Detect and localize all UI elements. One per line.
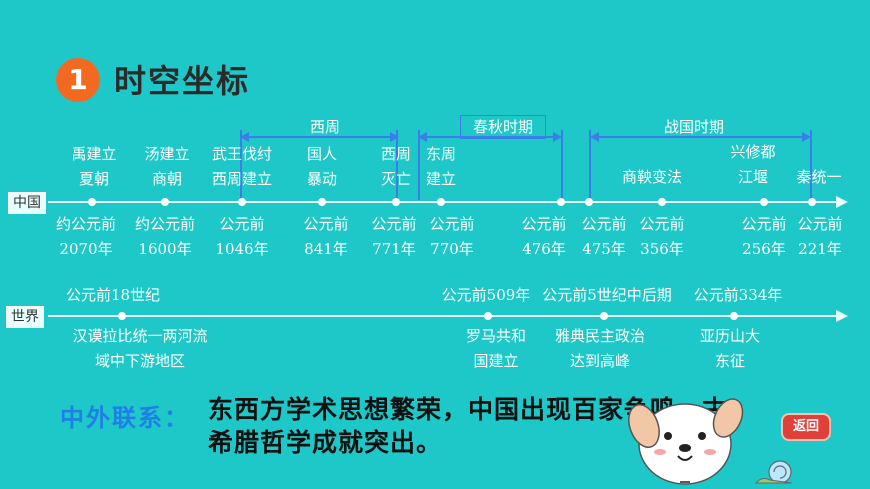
period-tick bbox=[561, 130, 563, 200]
timeline-dot bbox=[392, 198, 400, 206]
event-sy: 商鞅变法 bbox=[621, 168, 682, 186]
period-western-zhou-line bbox=[246, 136, 392, 138]
arrow-right-icon bbox=[390, 132, 399, 142]
arrow-left-icon bbox=[240, 132, 249, 142]
period-tick bbox=[418, 130, 420, 200]
china-axis-label: 中国 bbox=[8, 192, 46, 214]
timeline-dot bbox=[658, 198, 666, 206]
period-spring-autumn-line bbox=[424, 136, 556, 138]
event-dz: 东周建立 bbox=[425, 145, 456, 188]
world-event-rome: 罗马共和国建立 bbox=[465, 327, 526, 370]
period-tick bbox=[240, 130, 242, 200]
timeline-dot bbox=[557, 198, 565, 206]
world-axis-arrow-icon bbox=[836, 310, 848, 322]
world-event-alexander: 亚历山大东征 bbox=[699, 327, 760, 370]
timeline-dot bbox=[118, 312, 126, 320]
event-tang: 汤建立商朝 bbox=[144, 145, 190, 188]
back-button[interactable]: 返回 bbox=[781, 413, 831, 441]
period-tick bbox=[589, 130, 591, 200]
timeline-dot bbox=[318, 198, 326, 206]
snail-icon bbox=[754, 460, 793, 484]
arrow-right-icon bbox=[802, 132, 811, 142]
section-number-badge: 1 bbox=[56, 58, 100, 102]
period-tick bbox=[810, 130, 812, 200]
timeline-dot bbox=[161, 198, 169, 206]
china-axis-arrow-icon bbox=[836, 196, 848, 208]
arrow-left-icon bbox=[418, 132, 427, 142]
world-date-label: 公元前5世纪中后期 bbox=[542, 286, 672, 304]
event-wu: 武王伐纣西周建立 bbox=[211, 145, 272, 188]
event-guo: 国人暴动 bbox=[306, 145, 337, 188]
world-event-hammurabi: 汉谟拉比统一两河流域中下游地区 bbox=[72, 327, 208, 370]
period-western-zhou: 西周 bbox=[309, 118, 340, 136]
timeline-dot bbox=[760, 198, 768, 206]
arrow-left-icon bbox=[590, 132, 599, 142]
event-xx: 兴修都江堰 bbox=[730, 143, 776, 186]
period-warring-states: 战国时期 bbox=[663, 118, 724, 136]
period-warring-states-line bbox=[596, 136, 802, 138]
world-date-label: 公元前334年 bbox=[693, 286, 783, 304]
timeline-dot bbox=[585, 198, 593, 206]
period-spring-autumn-box: 春秋时期 bbox=[460, 115, 546, 139]
period-tick bbox=[396, 130, 398, 200]
timeline-dot bbox=[730, 312, 738, 320]
period-spring-autumn: 春秋时期 bbox=[472, 118, 533, 136]
timeline-dot bbox=[484, 312, 492, 320]
timeline-dot bbox=[437, 198, 445, 206]
timeline-dot bbox=[88, 198, 96, 206]
cartoon-dog-icon bbox=[628, 398, 744, 485]
page-title: 时空坐标 bbox=[114, 62, 251, 100]
event-yu: 禹建立夏朝 bbox=[71, 145, 117, 188]
world-event-athens: 雅典民主政治达到高峰 bbox=[554, 327, 645, 370]
world-axis-line bbox=[48, 315, 838, 317]
world-axis-label: 世界 bbox=[6, 306, 44, 328]
event-qin: 秦统一 bbox=[796, 168, 842, 186]
timeline-dot bbox=[238, 198, 246, 206]
event-xzm: 西周灭亡 bbox=[380, 145, 411, 188]
relation-label: 中外联系： bbox=[60, 404, 190, 432]
arrow-right-icon bbox=[553, 132, 562, 142]
world-date-label: 公元前509年 bbox=[441, 286, 531, 304]
timeline-dot bbox=[808, 198, 816, 206]
world-date-label: 公元前18世纪 bbox=[65, 286, 161, 304]
timeline-dot bbox=[600, 312, 608, 320]
